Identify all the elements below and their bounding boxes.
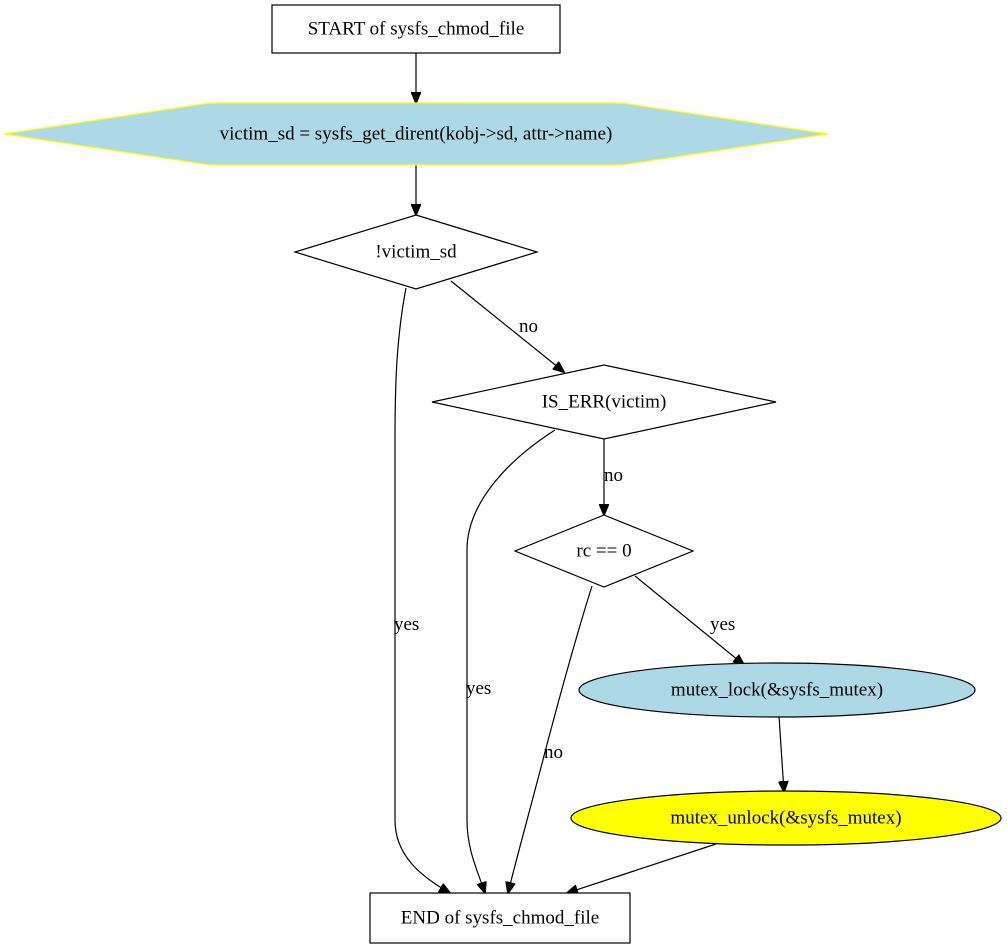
edge-label-null-no: no bbox=[519, 316, 538, 337]
edge-check-null-to-check-err-no bbox=[450, 280, 564, 372]
end-box bbox=[369, 892, 631, 944]
start-box bbox=[271, 4, 561, 54]
node-mutex-unlock: mutex_unlock(&sysfs_mutex) bbox=[570, 790, 1002, 846]
edge-mutex-lock-to-mutex-unlock bbox=[779, 715, 784, 792]
node-mutex-lock: mutex_lock(&sysfs_mutex) bbox=[578, 662, 976, 718]
edge-check-null-to-end-yes bbox=[394, 287, 450, 893]
edge-label-err-no: no bbox=[604, 465, 623, 486]
check-err-label: IS_ERR(victim) bbox=[542, 392, 667, 413]
get-dirent-label: victim_sd = sysfs_get_dirent(kobj->sd, a… bbox=[220, 124, 613, 145]
edge-label-rc-no: no bbox=[544, 742, 563, 763]
edges bbox=[394, 53, 784, 893]
node-check-rc: rc == 0 bbox=[513, 514, 695, 588]
node-check-err: IS_ERR(victim) bbox=[431, 364, 777, 440]
node-check-null: !victim_sd bbox=[292, 214, 540, 290]
edge-labels: yes no yes no yes no bbox=[394, 316, 735, 763]
check-err-diamond bbox=[431, 364, 777, 440]
edge-label-err-yes: yes bbox=[466, 678, 491, 699]
edge-check-err-to-end-yes bbox=[466, 429, 556, 893]
get-dirent-hexagon bbox=[3, 102, 829, 166]
check-rc-diamond bbox=[513, 514, 695, 588]
edge-check-rc-to-mutex-lock-yes bbox=[634, 575, 744, 665]
check-null-diamond bbox=[292, 214, 540, 290]
mutex-lock-ellipse bbox=[578, 662, 976, 718]
end-label: END of sysfs_chmod_file bbox=[401, 908, 599, 929]
node-end: END of sysfs_chmod_file bbox=[369, 892, 631, 944]
check-rc-label: rc == 0 bbox=[576, 541, 631, 562]
mutex-unlock-label: mutex_unlock(&sysfs_mutex) bbox=[670, 808, 901, 829]
mutex-unlock-ellipse bbox=[570, 790, 1002, 846]
edge-label-rc-yes: yes bbox=[710, 614, 735, 635]
start-label: START of sysfs_chmod_file bbox=[308, 19, 525, 40]
node-start: START of sysfs_chmod_file bbox=[271, 4, 561, 54]
node-get-dirent: victim_sd = sysfs_get_dirent(kobj->sd, a… bbox=[3, 102, 829, 166]
edge-check-rc-to-end-no bbox=[508, 585, 593, 893]
edge-label-null-yes: yes bbox=[394, 614, 419, 635]
mutex-lock-label: mutex_lock(&sysfs_mutex) bbox=[671, 680, 883, 701]
check-null-label: !victim_sd bbox=[375, 242, 457, 263]
edge-mutex-unlock-to-end bbox=[567, 843, 717, 893]
